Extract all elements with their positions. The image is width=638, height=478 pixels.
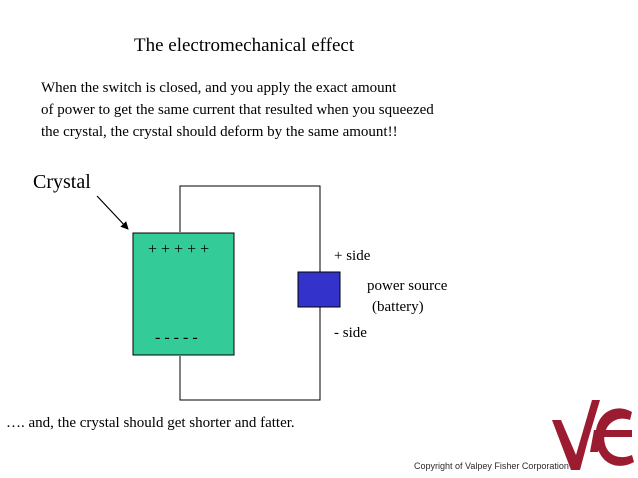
crystal-top-charges: + + + + + [148, 241, 210, 258]
crystal-bottom-charges: - - - - - [155, 329, 198, 346]
battery-box [297, 271, 341, 308]
paragraph-line-1: When the switch is closed, and you apply… [41, 80, 397, 96]
battery-name-line1: power source [367, 278, 448, 294]
battery-name-line2: (battery) [372, 299, 424, 315]
vfc-logo [552, 400, 634, 470]
paragraph-line-2: of power to get the same current that re… [41, 102, 434, 118]
crystal-body [132, 232, 235, 356]
circuit-wire-top [179, 185, 321, 272]
slide-title: The electromechanical effect [134, 35, 355, 56]
circuit-wire-bottom [179, 307, 321, 401]
copyright-notice: Copyright of Valpey Fisher Corporation [414, 461, 569, 471]
battery-plus-label: + side [334, 248, 371, 264]
paragraph-line-3: the crystal, the crystal should deform b… [41, 124, 398, 140]
battery-minus-label: - side [334, 325, 367, 341]
crystal-label: Crystal [33, 171, 91, 193]
pointer-arrow [96, 195, 129, 230]
explanation-paragraph: When the switch is closed, and you apply… [41, 77, 434, 143]
conclusion-text: …. and, the crystal should get shorter a… [6, 415, 295, 431]
